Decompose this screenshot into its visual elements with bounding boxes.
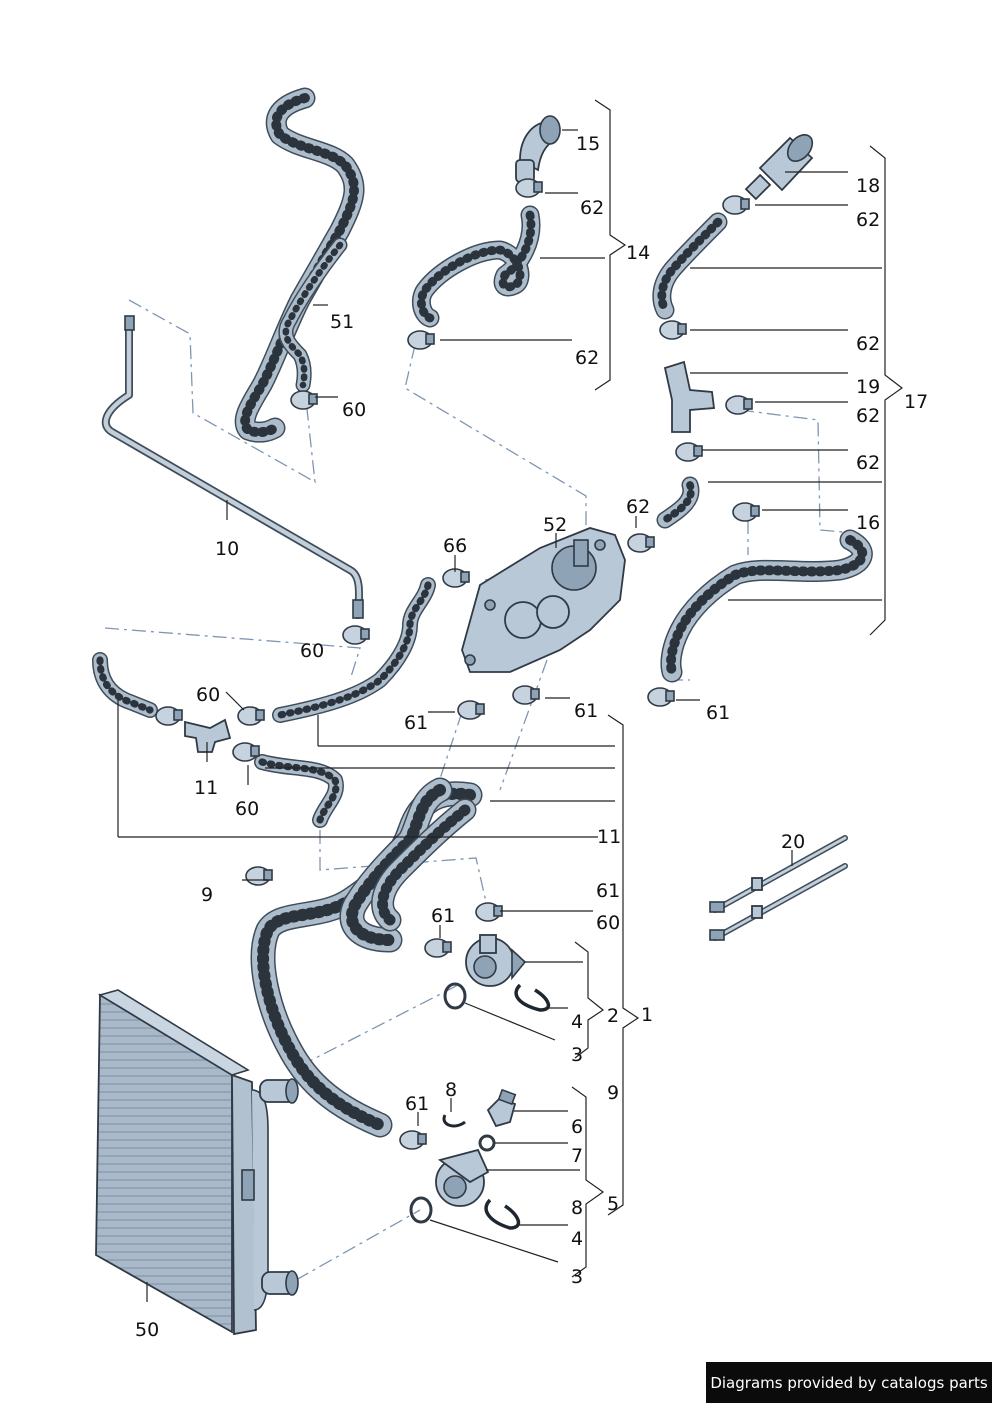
callout-66: 66	[443, 535, 467, 557]
hose-11	[345, 783, 447, 947]
callout-61: 61	[404, 712, 428, 734]
callout-17: 17	[904, 391, 928, 413]
callout-61: 61	[405, 1093, 429, 1115]
callout-61: 61	[431, 905, 455, 927]
hose-clip-tab-12	[173, 709, 183, 721]
hose-clip-tab-9	[460, 571, 470, 583]
callout-6: 6	[571, 1116, 583, 1138]
hose-group	[92, 87, 873, 1138]
callout-60: 60	[196, 684, 220, 706]
hose-clip-tab-2	[425, 333, 435, 345]
hose-3	[417, 210, 536, 323]
callout-11: 11	[597, 826, 621, 848]
pipe-10	[101, 315, 364, 619]
callout-19: 19	[856, 376, 880, 398]
callout-52: 52	[543, 514, 567, 536]
callout-7: 7	[571, 1145, 583, 1167]
hose-6	[666, 535, 868, 677]
callout-60: 60	[300, 640, 324, 662]
hose-clip-tab-18	[263, 869, 273, 881]
callout-14: 14	[626, 242, 650, 264]
hose-clip-tab-4	[677, 323, 687, 335]
callout-62: 62	[626, 496, 650, 518]
hose-clip-tab-21	[417, 1133, 427, 1145]
callout-3: 3	[571, 1044, 583, 1066]
callout-62: 62	[856, 209, 880, 231]
callout-20: 20	[781, 831, 805, 853]
callout-62: 62	[575, 347, 599, 369]
callout-5: 5	[607, 1193, 619, 1215]
callout-50: 50	[135, 1319, 159, 1341]
callout-62: 62	[856, 452, 880, 474]
callout-61: 61	[706, 702, 730, 724]
callout-4: 4	[571, 1011, 583, 1033]
credit-banner: Diagrams provided by catalogs parts	[706, 1362, 992, 1403]
hose-clip-tab-13	[255, 709, 265, 721]
callout-15: 15	[576, 133, 600, 155]
callout-61: 61	[596, 880, 620, 902]
callout-8: 8	[571, 1197, 583, 1219]
radiator	[95, 989, 299, 1336]
callout-2: 2	[607, 1005, 619, 1027]
callout-51: 51	[330, 311, 354, 333]
hose-2	[282, 241, 344, 389]
hose-5	[661, 481, 695, 524]
hose-clip-tab-14	[250, 745, 260, 757]
hose-clip-tab-10	[360, 628, 370, 640]
hose-clip-tab-8	[750, 505, 760, 517]
callout-9: 9	[607, 1082, 619, 1104]
callout-61: 61	[574, 700, 598, 722]
callout-60: 60	[235, 798, 259, 820]
callout-60: 60	[596, 912, 620, 934]
hose-4	[657, 217, 723, 315]
callout-62: 62	[580, 197, 604, 219]
callout-1: 1	[641, 1004, 653, 1026]
callout-11: 11	[194, 777, 218, 799]
hose-8	[96, 656, 154, 714]
callout-62: 62	[856, 405, 880, 427]
hose-9	[258, 758, 340, 824]
leader-lines	[117, 99, 904, 1302]
callout-10: 10	[215, 538, 239, 560]
hose-clip-tab-20	[442, 941, 452, 953]
hose-clip-tab-1	[533, 181, 543, 193]
hose-clip-tab-16	[530, 688, 540, 700]
hose-clip-tab-3	[740, 198, 750, 210]
callout-60: 60	[342, 399, 366, 421]
callout-16: 16	[856, 512, 880, 534]
components	[184, 115, 848, 1230]
hose-clip-tab-17	[665, 690, 675, 702]
callout-9: 9	[201, 884, 213, 906]
hose-clip-tab-11	[308, 393, 318, 405]
hose-clip-tab-6	[693, 445, 703, 457]
hose-clip-tab-5	[743, 398, 753, 410]
callout-18: 18	[856, 175, 880, 197]
hose-clip-tab-7	[645, 536, 655, 548]
callout-8: 8	[445, 1079, 457, 1101]
callout-3: 3	[571, 1266, 583, 1288]
hose-12	[377, 804, 471, 926]
callout-4: 4	[571, 1228, 583, 1250]
callout-labels: 15 62 14 62 18 62 62 19 62 17 62 16 62 5…	[135, 133, 928, 1341]
hose-clip-tab-15	[475, 703, 485, 715]
callout-62: 62	[856, 333, 880, 355]
hose-7	[276, 581, 432, 719]
